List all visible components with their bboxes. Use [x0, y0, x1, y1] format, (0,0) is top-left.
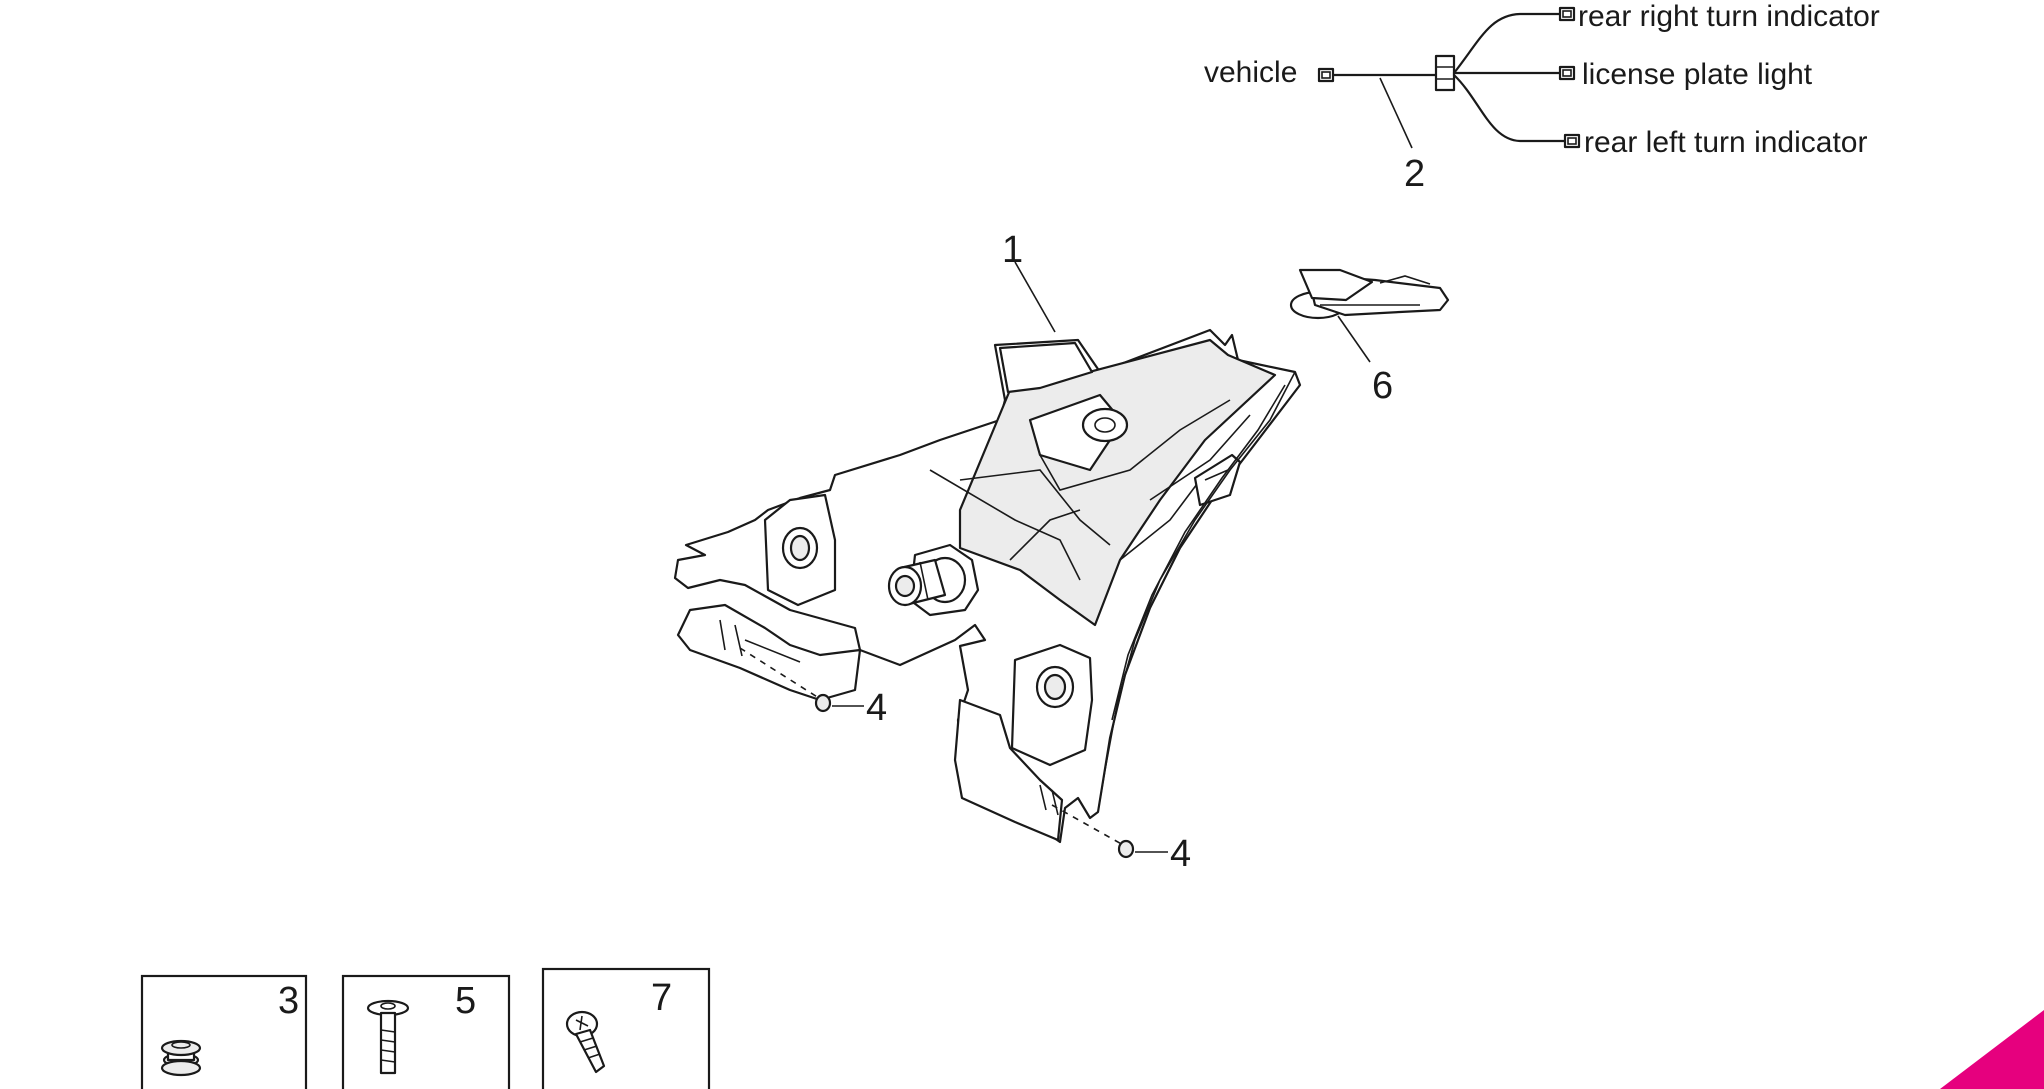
- parts-box-3-number: 3: [278, 980, 299, 1022]
- screw-icon: [565, 1010, 606, 1074]
- grommet-icon: [160, 1039, 202, 1077]
- callout-6: 6: [1372, 365, 1393, 407]
- license-plate-holder-bracket: 1: [673, 229, 1302, 847]
- clip-part-6: 6: [1289, 268, 1450, 407]
- nut-4-left: 4: [814, 687, 887, 729]
- rear-right-turn-indicator-label: rear right turn indicator: [1578, 0, 1880, 33]
- bolt-icon: [366, 999, 410, 1075]
- bulb-socket: [887, 543, 980, 617]
- wiring-harness: vehicle rear right turn indicator: [1204, 0, 1880, 195]
- rear-left-turn-indicator-label: rear left turn indicator: [1584, 126, 1867, 159]
- parts-box-7: 7: [541, 967, 711, 1089]
- nut-4-right: 4: [1117, 833, 1191, 875]
- callout-4-right: 4: [1170, 833, 1191, 875]
- license-plate-connector-icon: [1558, 65, 1576, 81]
- brand-logo: [1940, 1010, 2044, 1089]
- parts-box-5-number: 5: [455, 980, 476, 1022]
- parts-box-3: 3: [140, 974, 308, 1089]
- vehicle-connector-icon: [1317, 67, 1335, 83]
- callout-1: 1: [1002, 229, 1023, 271]
- vehicle-label: vehicle: [1204, 56, 1297, 89]
- license-plate-light-label: license plate light: [1582, 58, 1813, 91]
- rear-right-connector-icon: [1558, 6, 1576, 22]
- callout-2: 2: [1404, 153, 1425, 195]
- junction-block-icon: [1434, 54, 1456, 92]
- callout-4-left: 4: [866, 687, 887, 729]
- parts-box-5: 5: [341, 974, 511, 1089]
- parts-box-7-number: 7: [651, 977, 672, 1019]
- rear-left-connector-icon: [1563, 133, 1581, 149]
